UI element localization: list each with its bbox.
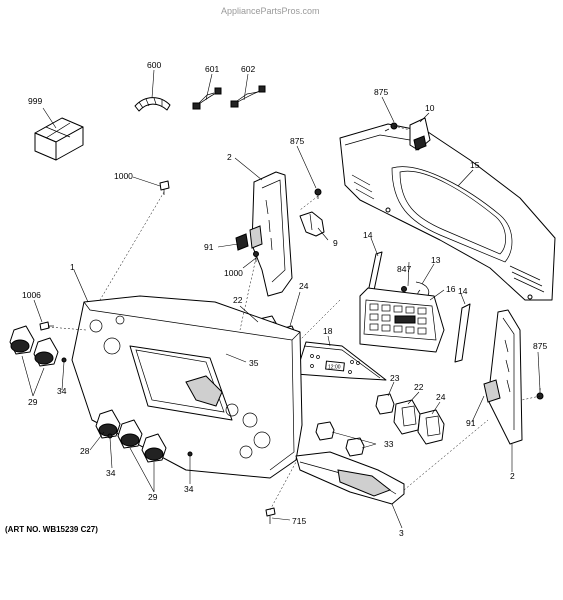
callout-3: 3 [399,528,404,538]
part-1-control-panel [71,295,303,479]
part-999-box [34,117,84,161]
spring-34-lower-a [107,433,113,439]
overlay-display-readout: 12:00 [328,365,341,371]
callout-875-top: 875 [374,87,388,97]
callout-34-lower-a: 34 [106,468,116,478]
callout-23: 23 [390,373,400,383]
callout-999: 999 [28,96,42,106]
part-22-switch-lower [393,399,421,435]
screw-875-top [384,122,398,132]
callout-600: 600 [147,60,161,70]
callout-29-lower: 29 [148,492,158,502]
knob-29-upper-a [9,325,35,355]
part-16-control-board [359,287,445,353]
callout-875-mid: 875 [290,136,304,146]
screw-1000-lower [253,251,259,262]
part-602-harness [230,85,266,108]
callout-875-right: 875 [533,341,547,351]
screw-1000-upper [159,180,170,195]
callout-35: 35 [249,358,259,368]
callout-602: 602 [241,64,255,74]
callout-16: 16 [446,284,456,294]
callout-91-right: 91 [466,418,476,428]
callout-29-upper: 29 [28,397,38,407]
part-9-clip [299,211,325,237]
callout-2-right: 2 [510,471,515,481]
part-15-rear-panel [339,123,556,301]
part-847-fastener [401,286,407,292]
part-23-switch [375,393,395,415]
part-24-switch-lower [417,409,445,445]
callout-847: 847 [397,264,411,274]
knob-29-lower-b [141,433,167,463]
part-10-bracket [409,117,431,151]
callout-1000-lower: 1000 [224,268,243,278]
callout-1000-upper: 1000 [114,171,133,181]
callout-24-lower: 24 [436,392,446,402]
callout-1006: 1006 [22,290,41,300]
screw-875-upper-mid [314,188,322,199]
knob-29-upper-b [33,337,59,367]
part-2-right-end-cap [483,309,523,445]
callout-22-lower: 22 [414,382,424,392]
callout-14-left: 14 [363,230,373,240]
watermark-text: AppliancePartsPros.com [221,6,320,16]
callout-1: 1 [70,262,75,272]
part-601-harness [192,87,222,110]
callout-18: 18 [323,326,333,336]
part-91-left-bracket [235,233,249,251]
alignment-lines [47,125,541,511]
callout-34-upper: 34 [57,386,67,396]
callout-15: 15 [470,160,480,170]
leader-lines [21,69,541,529]
callout-28: 28 [80,446,90,456]
part-600-ribbon-harness [134,97,171,112]
part-14-rod-right [454,303,471,363]
knob-29-lower-a [117,419,143,449]
spring-34-lower-b [187,451,193,457]
callout-91-left: 91 [204,242,214,252]
art-number: (ART NO. WB15239 C27) [5,525,98,534]
callout-14-right: 14 [458,286,468,296]
part-2-left-end-cap [249,171,293,297]
callout-2-left: 2 [227,152,232,162]
callout-33: 33 [384,439,394,449]
callout-10: 10 [425,103,435,113]
spring-34-upper [61,357,67,363]
callout-24-upper: 24 [299,281,309,291]
part-18-overlay: 12:00 [295,341,387,381]
callout-9: 9 [333,238,338,248]
callout-34-lower-b: 34 [184,484,194,494]
callout-13: 13 [431,255,441,265]
callout-601: 601 [205,64,219,74]
part-33-clip-b [345,437,365,457]
part-3-trim [295,451,405,505]
callout-22-upper: 22 [233,295,243,305]
screw-715 [265,507,276,524]
callout-labels: 999 600 601 602 875 10 875 15 2 1000 9 9… [22,60,547,538]
part-33-clip-a [315,421,335,441]
screw-1006 [39,321,54,331]
callout-715: 715 [292,516,306,526]
